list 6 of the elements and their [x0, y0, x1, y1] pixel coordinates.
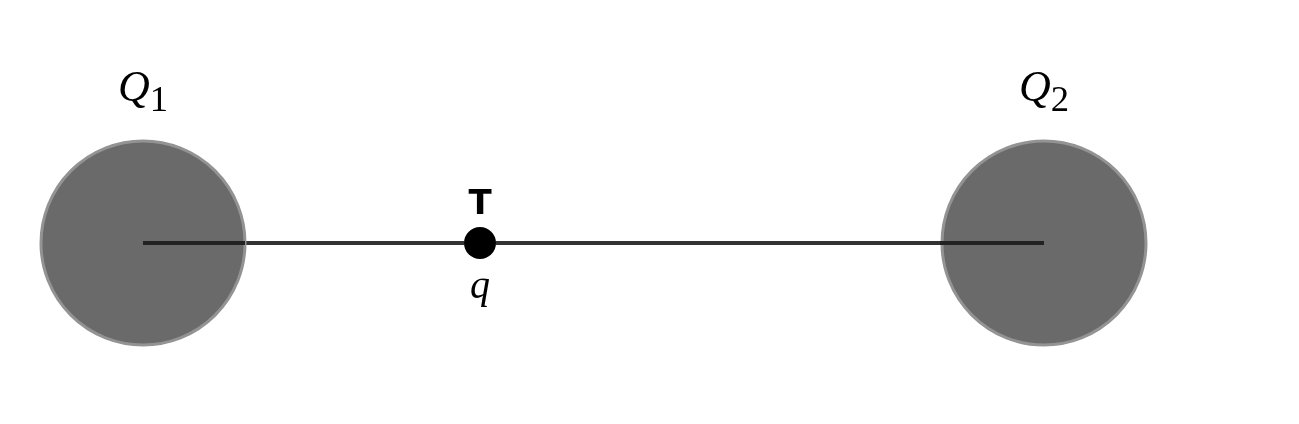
charge-label: Q$_{1}$	[117, 65, 169, 118]
point-label: T	[468, 185, 492, 219]
charge-label: q	[470, 265, 490, 305]
connecting-line	[496, 241, 942, 245]
connecting-line	[245, 241, 464, 245]
charge-label: Q$_{2}$	[1018, 65, 1070, 118]
